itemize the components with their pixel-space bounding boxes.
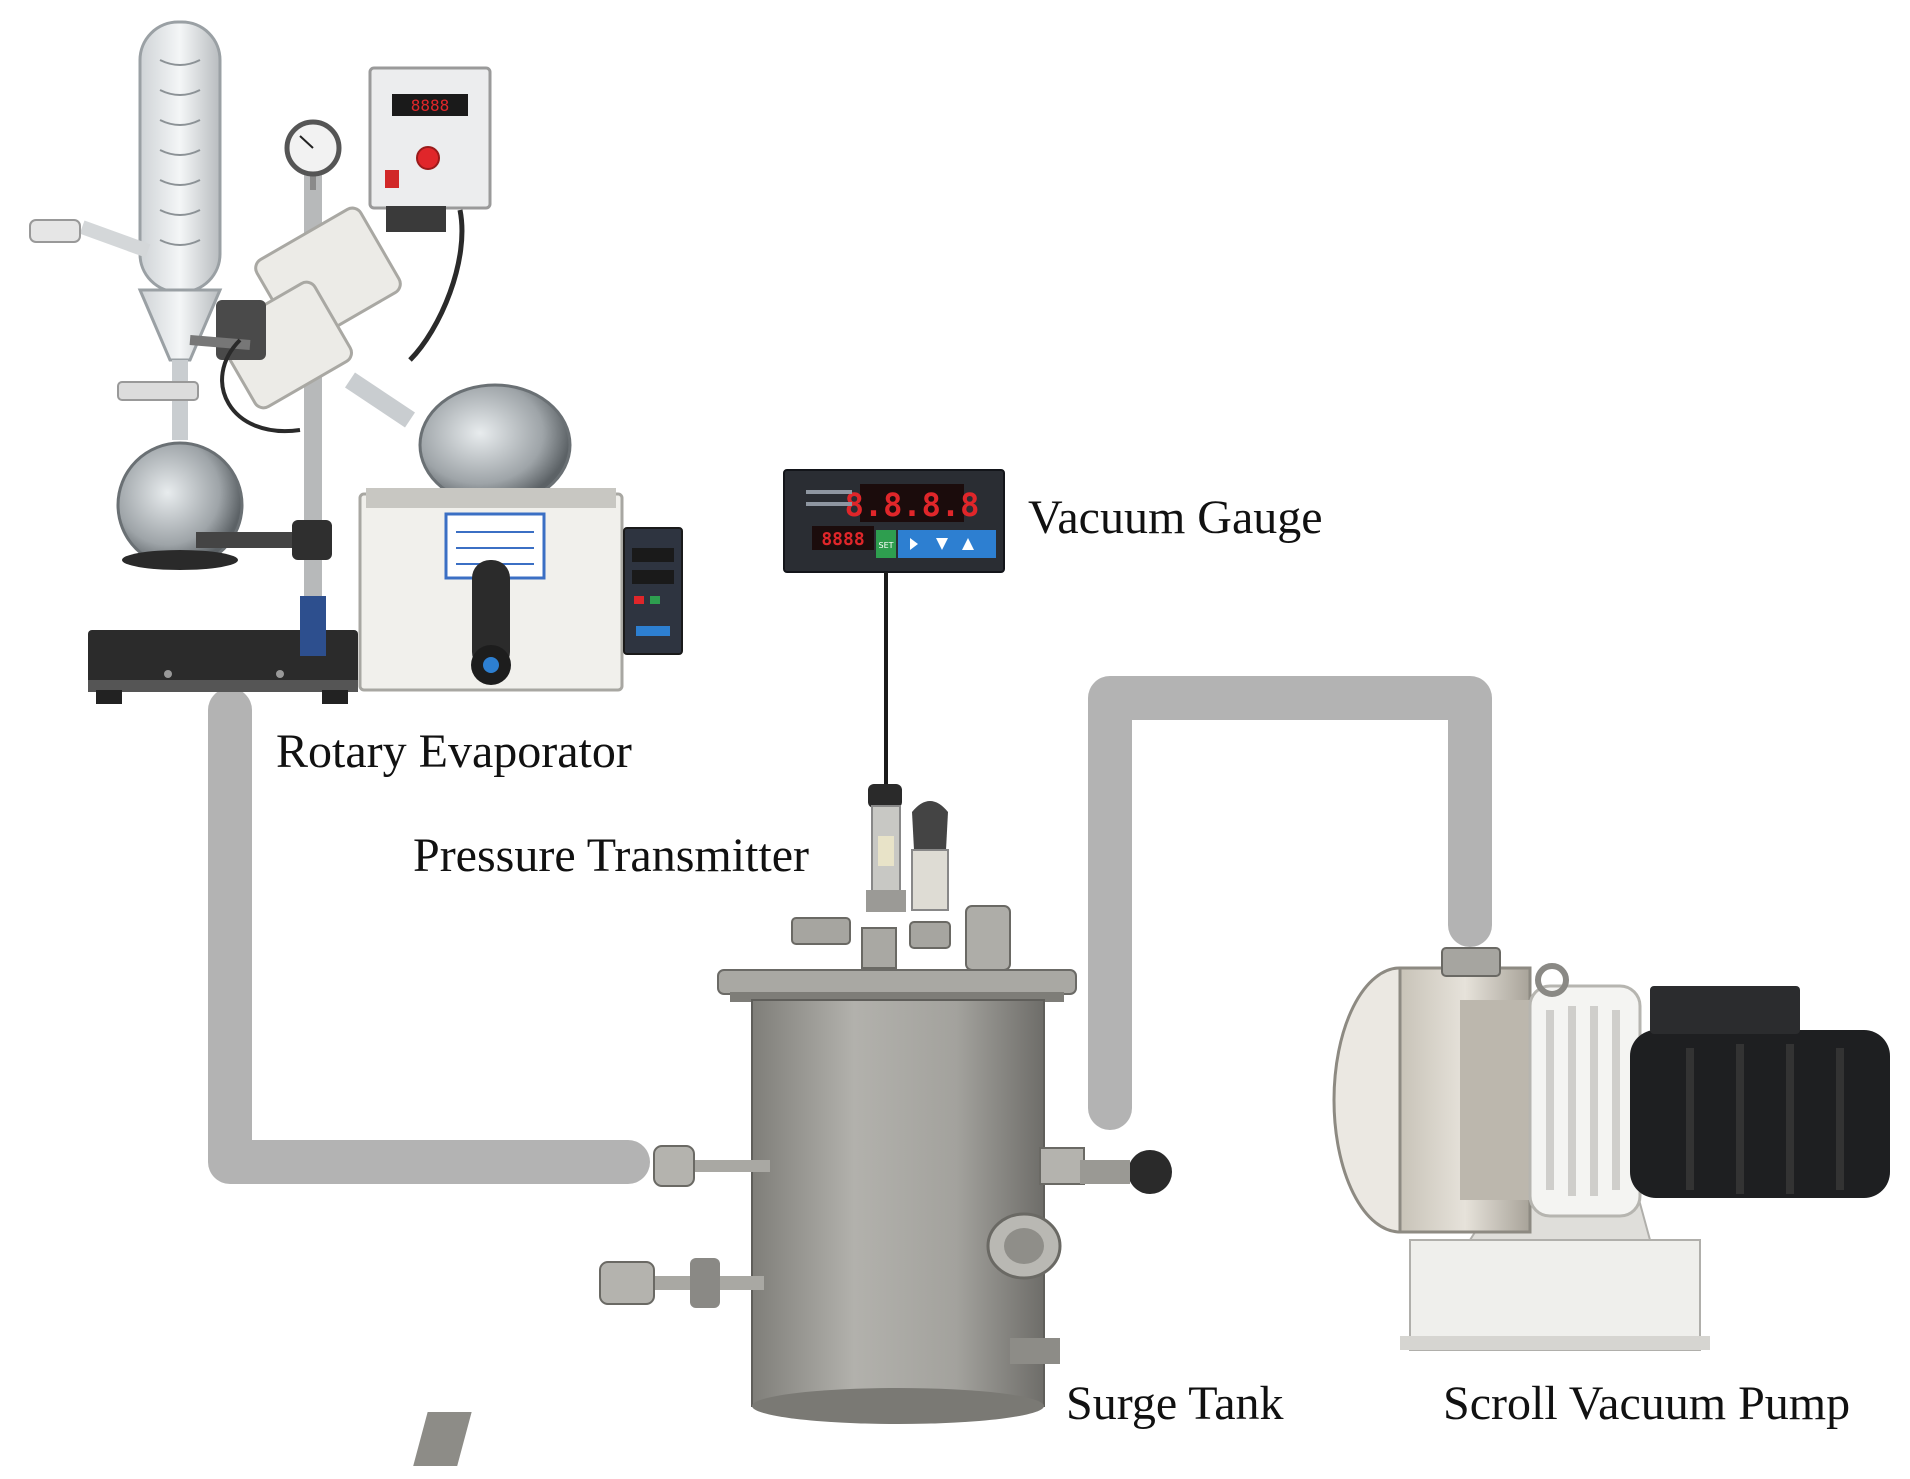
vacuum-gauge-icon: 8.8.8.8 8888 SET	[783, 469, 1005, 790]
surge-tank-label: Surge Tank	[1066, 1377, 1284, 1430]
scroll-pump-icon	[1332, 947, 1890, 1351]
gauge-set-button[interactable]	[876, 530, 896, 558]
hose-evaporator-to-tank	[208, 688, 650, 1184]
rotary-evaporator-label: Rotary Evaporator	[276, 725, 632, 778]
hose-tank-to-pump	[1088, 676, 1492, 1130]
gauge-main-readout: 8.8.8.8	[845, 486, 980, 524]
scroll-vacuum-pump-label: Scroll Vacuum Pump	[1443, 1377, 1851, 1430]
vacuum-gauge-label: Vacuum Gauge	[1028, 491, 1323, 544]
gauge-set-label: SET	[878, 541, 893, 550]
surge-tank-icon	[413, 784, 1172, 1466]
controller-readout: 8888	[411, 96, 450, 115]
pressure-transmitter-label: Pressure Transmitter	[413, 829, 809, 882]
pressure-transmitter-icon	[866, 784, 949, 912]
rotary-evaporator-icon: 8888	[29, 20, 683, 704]
gauge-sub-readout: 8888	[821, 529, 864, 550]
